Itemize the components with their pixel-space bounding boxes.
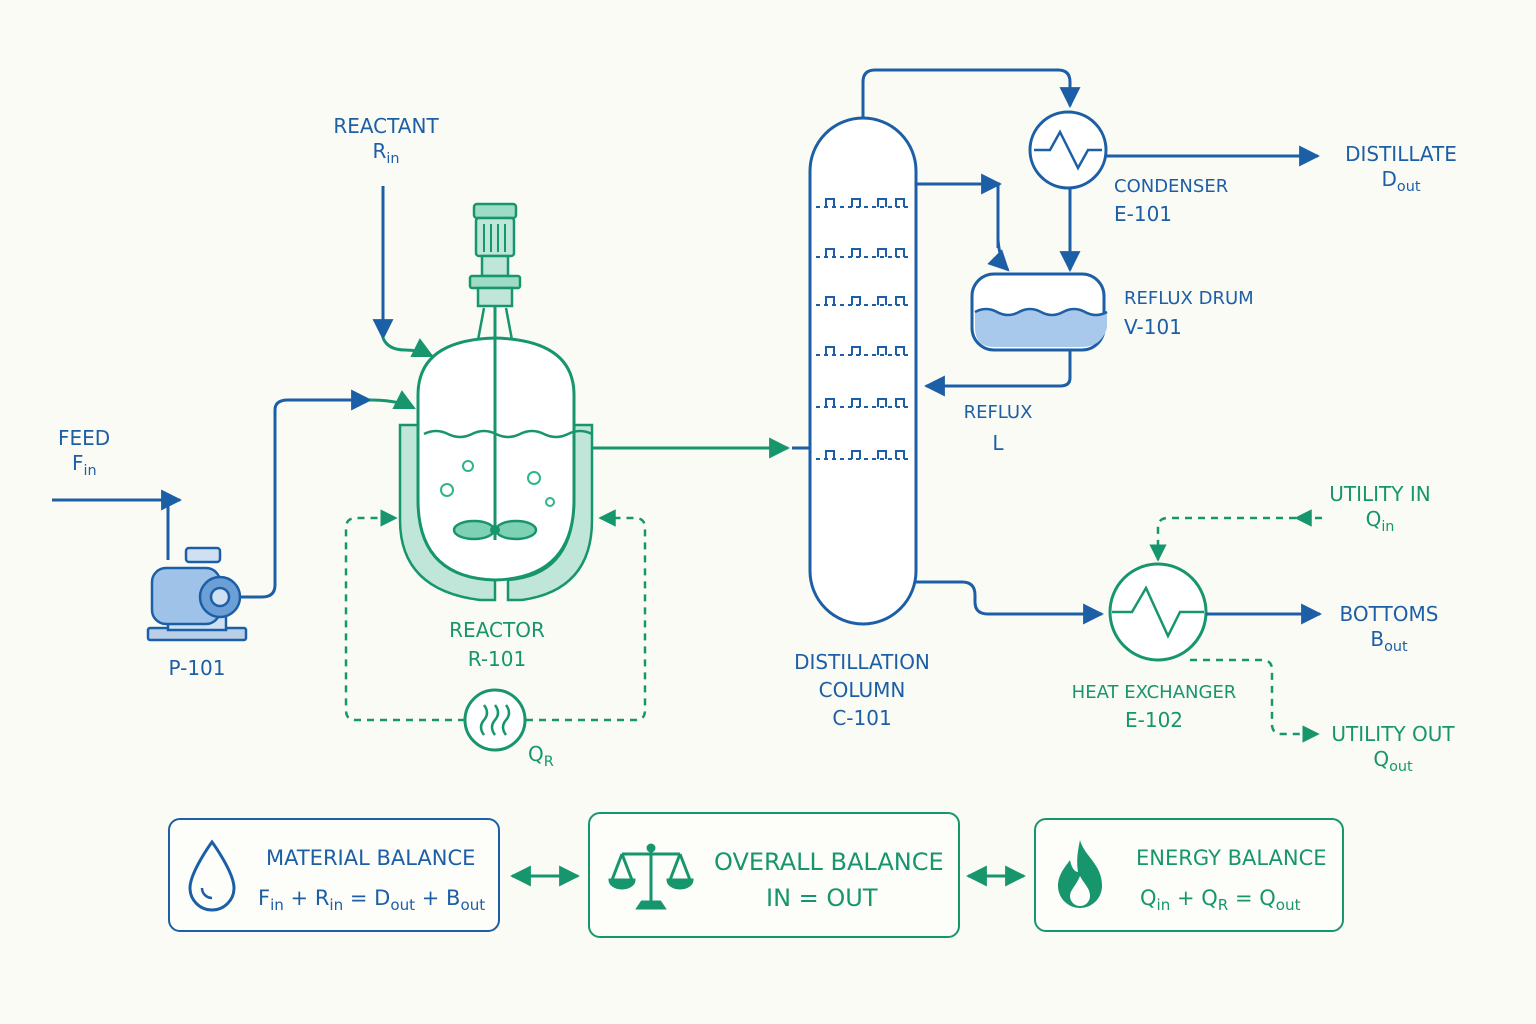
heat-exchanger-name: HEAT EXCHANGER — [1071, 682, 1237, 703]
reactant-label: REACTANT Rin — [320, 114, 452, 168]
flame-icon — [1058, 840, 1102, 908]
material-balance-equation: Fin + Rin = Dout + Bout — [258, 886, 485, 914]
reactant-subscript: in — [386, 151, 400, 168]
utility-out-symbol: Q — [1373, 747, 1390, 771]
utility-in-title: UTILITY IN — [1329, 482, 1431, 506]
feed-subscript: in — [83, 463, 97, 480]
reactant-symbol: R — [372, 139, 387, 163]
distillate-subscript: out — [1396, 179, 1421, 196]
reactor-heat-subscript: R — [543, 754, 554, 771]
overall-balance-title: OVERALL BALANCE — [714, 848, 944, 876]
pump-tag: P-101 — [168, 656, 226, 680]
reflux-title: REFLUX — [963, 402, 1033, 423]
bottoms-symbol: B — [1370, 627, 1385, 651]
centrifugal-pump-icon — [146, 546, 248, 642]
condenser-name: CONDENSER — [1114, 176, 1229, 197]
utility-out-title: UTILITY OUT — [1331, 722, 1455, 746]
distillate-symbol: D — [1381, 167, 1397, 191]
heat-exchanger-tag: E-102 — [1124, 707, 1184, 732]
column-tag: C-101 — [832, 706, 892, 730]
utility-in-label: UTILITY IN Qin — [1318, 482, 1442, 536]
overall-balance-equation: IN = OUT — [766, 884, 878, 912]
balance-scale-icon — [608, 843, 694, 910]
column-label: DISTILLATION COLUMN C-101 — [772, 650, 952, 731]
reactant-to-reactor-line — [381, 337, 434, 358]
material-eq-subscript: out — [460, 896, 486, 915]
heat-exchanger-icon — [1108, 562, 1208, 662]
condenser-icon — [1028, 110, 1108, 190]
feed-title: FEED — [58, 426, 111, 450]
material-eq-symbol: F — [258, 886, 271, 910]
utility-out-subscript: out — [1389, 759, 1413, 776]
material-eq-operator: + — [415, 886, 447, 910]
stirred-tank-reactor-icon — [398, 202, 594, 602]
reactor-name: REACTOR — [449, 618, 545, 642]
utility-in-subscript: in — [1381, 519, 1395, 536]
column-bottoms-line — [916, 580, 1105, 625]
energy-balance-equation: Qin + QR = Qout — [1140, 886, 1301, 914]
energy-eq-operator: = — [1228, 886, 1260, 910]
condenser-tag: E-101 — [1114, 201, 1173, 226]
material-eq-subscript: in — [329, 896, 344, 915]
energy-eq-subscript: in — [1156, 896, 1171, 915]
energy-eq-subscript: out — [1275, 896, 1301, 915]
column-side-draw-line — [916, 182, 1000, 248]
material-eq-operator: + — [283, 886, 315, 910]
reflux-drum-name: REFLUX DRUM — [1124, 288, 1254, 309]
reflux-symbol: L — [992, 430, 1004, 455]
energy-eq-symbol: Q — [1259, 886, 1276, 910]
bottoms-label: BOTTOMS Bout — [1334, 602, 1444, 656]
energy-eq-symbol: Q — [1140, 886, 1157, 910]
bottoms-subscript: out — [1384, 639, 1408, 656]
reflux-drum-label: REFLUX DRUM V-101 — [1124, 288, 1254, 340]
energy-balance-title: ENERGY BALANCE — [1136, 846, 1327, 870]
energy-eq-operator: + — [1170, 886, 1202, 910]
reactor-heat-label: QR — [528, 742, 554, 771]
distillate-title: DISTILLATE — [1345, 142, 1457, 166]
material-eq-symbol: R — [314, 886, 330, 910]
material-balance-box: MATERIAL BALANCE Fin + Rin = Dout + Bout — [168, 818, 500, 932]
reactor-heat-symbol: Q — [528, 742, 544, 766]
material-eq-symbol: B — [446, 886, 461, 910]
pump-to-reactor-line — [369, 390, 416, 410]
reactor-label: REACTOR R-101 — [430, 618, 564, 672]
utility-out-label: UTILITY OUT Qout — [1326, 722, 1460, 776]
material-eq-operator: = — [343, 886, 375, 910]
reflux-return-line — [923, 350, 1072, 397]
bottoms-title: BOTTOMS — [1339, 602, 1439, 626]
material-eq-symbol: D — [374, 886, 391, 910]
energy-eq-symbol: Q — [1201, 886, 1218, 910]
reflux-drum-icon — [970, 272, 1108, 352]
feed-label: FEED Fin — [58, 426, 111, 480]
energy-eq-subscript: R — [1217, 896, 1229, 915]
condenser-label: CONDENSER E-101 — [1114, 176, 1228, 227]
heater-icon — [463, 688, 527, 752]
column-name-line2: COLUMN — [818, 678, 906, 702]
distillate-label: DISTILLATE Dout — [1336, 142, 1466, 196]
reactant-title: REACTANT — [333, 114, 439, 138]
utility-in-symbol: Q — [1365, 507, 1382, 531]
feed-symbol: F — [72, 451, 84, 475]
overhead-vapor-line — [861, 68, 1081, 118]
overall-balance-box: OVERALL BALANCE IN = OUT — [588, 812, 960, 938]
distillation-column — [808, 116, 918, 626]
material-eq-subscript: in — [270, 896, 284, 915]
material-eq-subscript: out — [390, 896, 416, 915]
material-balance-title: MATERIAL BALANCE — [266, 846, 476, 870]
reflux-label: REFLUX L — [958, 402, 1038, 456]
column-name-line1: DISTILLATION — [794, 650, 930, 674]
pump-outlet-line — [240, 389, 373, 599]
energy-balance-box: ENERGY BALANCE Qin + QR = Qout — [1034, 818, 1344, 932]
reflux-drum-tag: V-101 — [1124, 314, 1182, 339]
utility-in-to-exchanger-line — [1149, 516, 1296, 562]
reactor-tag: R-101 — [467, 647, 527, 671]
heat-exchanger-label: HEAT EXCHANGER E-102 — [1066, 682, 1242, 733]
water-drop-icon — [188, 839, 236, 912]
